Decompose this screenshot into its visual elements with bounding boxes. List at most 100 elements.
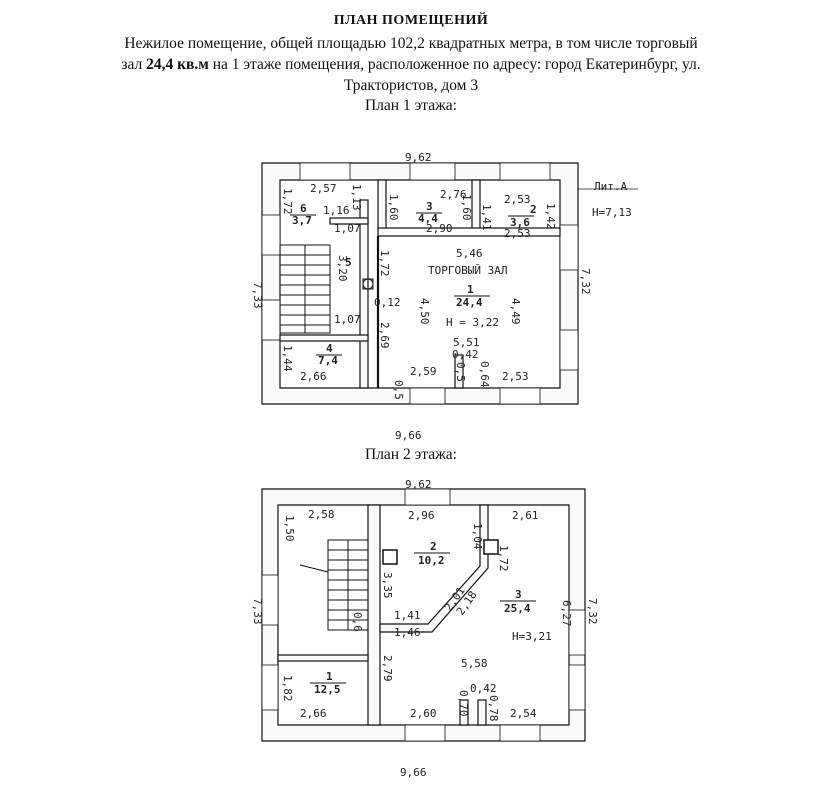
description-line-2: зал 24,4 кв.м на 1 этаже помещения, расп… bbox=[0, 54, 822, 75]
f2-dim: 0,78 bbox=[487, 695, 500, 722]
f1-dim: 2,69 bbox=[378, 322, 391, 349]
f1-dim: 1,16 bbox=[323, 204, 350, 217]
f1-dim: 1,60 bbox=[387, 194, 400, 221]
svg-text:2: 2 bbox=[430, 540, 437, 553]
f1-lit-label: Лит.А bbox=[594, 180, 627, 193]
f1-dim: 5,46 bbox=[456, 247, 483, 260]
f2-dim-top: 9,62 bbox=[405, 478, 432, 491]
svg-text:25,4: 25,4 bbox=[504, 602, 531, 615]
f1-room-5: 5 bbox=[345, 256, 352, 269]
description-line-3: Трактористов, дом 3 bbox=[343, 77, 479, 94]
f2-chimney-icon-right bbox=[483, 539, 499, 555]
f2-dim: 2,58 bbox=[308, 508, 335, 521]
f1-hall-label: ТОРГОВЫЙ ЗАЛ bbox=[428, 264, 507, 277]
floor-2-plan: 9,62 9,66 7,33 7,32 2,58 1,50 2,96 2,61 … bbox=[251, 478, 599, 779]
f2-dim: 3,35 bbox=[381, 572, 394, 599]
f2-dim: H=3,21 bbox=[512, 630, 552, 643]
f1-dim: 0,64 bbox=[478, 361, 491, 388]
f2-dim: 0,6 bbox=[351, 612, 364, 632]
floor-1-stairs bbox=[279, 244, 331, 334]
f1-dim: 2,53 bbox=[504, 227, 531, 240]
f1-dim: 0,5 bbox=[454, 362, 467, 382]
f1-dim: 1,41 bbox=[480, 204, 493, 231]
f1-dim: 1,72 bbox=[281, 188, 294, 215]
f1-dim: 1,72 bbox=[378, 250, 391, 277]
f2-dim: 2,96 bbox=[408, 509, 435, 522]
floor-2-stairs bbox=[299, 539, 369, 631]
floor-2-windows bbox=[261, 488, 586, 742]
f2-dim-bottom: 9,66 bbox=[400, 766, 427, 779]
f1-dim: 0,12 bbox=[374, 296, 401, 309]
floor-1-windows bbox=[261, 162, 579, 405]
svg-text:4,4: 4,4 bbox=[418, 212, 438, 225]
f1-dim-right: 7,32 bbox=[579, 268, 592, 295]
f2-dim: 2,60 bbox=[410, 707, 437, 720]
f2-dim: 1,50 bbox=[283, 515, 296, 542]
svg-text:2: 2 bbox=[530, 203, 537, 216]
f2-dim: 2,54 bbox=[510, 707, 537, 720]
f1-dim: 2,53 bbox=[502, 370, 529, 383]
f2-chimney-icon-left bbox=[382, 549, 398, 565]
f2-dim: 2,61 bbox=[512, 509, 539, 522]
f1-dim: H = 3,22 bbox=[446, 316, 499, 329]
f2-dim: 1,04 bbox=[471, 523, 484, 550]
f1-dim-top: 9,62 bbox=[405, 151, 432, 164]
f2-dim-left: 7,33 bbox=[251, 598, 264, 625]
svg-text:1: 1 bbox=[326, 670, 333, 683]
floor-1-plan: 9,62 9,66 7,33 7,32 2,57 1,72 1,16 1,13 … bbox=[251, 151, 638, 442]
description-line-2-end: на 1 этаже помещения, расположенное по а… bbox=[208, 56, 701, 73]
description-line-2-start: зал bbox=[121, 56, 147, 73]
f1-dim: 1,60 bbox=[460, 194, 473, 221]
f2-dim-right: 7,32 bbox=[586, 598, 599, 625]
f1-dim: 1,42 bbox=[544, 203, 557, 230]
f1-dim: 0,5 bbox=[392, 380, 405, 400]
f2-dim: 1,41 bbox=[394, 609, 421, 622]
svg-text:7,4: 7,4 bbox=[318, 354, 338, 367]
floor-1-caption: План 1 этажа: bbox=[365, 97, 457, 114]
f1-dim: 2,90 bbox=[426, 222, 453, 235]
plan-title: ПЛАН ПОМЕЩЕНИЙ bbox=[333, 13, 489, 28]
f1-dim: 2,57 bbox=[310, 182, 337, 195]
f2-room-3: 3 25,4 bbox=[500, 588, 536, 615]
f2-dim: 1,82 bbox=[281, 675, 294, 702]
floor-2-interior-walls bbox=[277, 504, 489, 726]
f1-dim: 3,20 bbox=[336, 255, 349, 282]
f2-dim: 6,27 bbox=[560, 600, 573, 627]
f1-dim: 4,49 bbox=[509, 298, 522, 325]
f1-room-3: 3 4,4 bbox=[416, 200, 442, 225]
floor-2-outer-wall bbox=[261, 488, 586, 742]
f2-room-2: 2 10,2 bbox=[414, 540, 450, 567]
svg-text:3,6: 3,6 bbox=[510, 216, 530, 229]
svg-text:10,2: 10,2 bbox=[418, 554, 445, 567]
f1-dim: 2,76 bbox=[440, 188, 467, 201]
svg-text:4: 4 bbox=[326, 342, 333, 355]
f1-dim: 1,07 bbox=[334, 313, 361, 326]
f1-height-label: H=7,13 bbox=[592, 206, 632, 219]
svg-text:1: 1 bbox=[467, 283, 474, 296]
f1-dim: 2,59 bbox=[410, 365, 437, 378]
f1-dim: 1,07 bbox=[334, 222, 361, 235]
f1-dim: 4,50 bbox=[418, 298, 431, 325]
f2-room-1: 1 12,5 bbox=[310, 670, 346, 696]
f1-room-2: 2 3,6 bbox=[508, 203, 537, 229]
f1-dim-bottom: 9,66 bbox=[395, 429, 422, 442]
hall-area-bold: 24,4 кв.м bbox=[146, 56, 209, 73]
f1-dim: 2,66 bbox=[300, 370, 327, 383]
f1-dim: 1,44 bbox=[281, 345, 294, 372]
f1-dim: 2,53 bbox=[504, 193, 531, 206]
svg-text:3: 3 bbox=[515, 588, 522, 601]
f2-dim: 1,46 bbox=[394, 626, 421, 639]
f1-room-4: 4 7,4 bbox=[316, 342, 342, 367]
svg-text:12,5: 12,5 bbox=[314, 683, 341, 696]
f2-dim: 0,42 bbox=[470, 682, 497, 695]
svg-text:3,7: 3,7 bbox=[292, 214, 312, 227]
f1-dim-left: 7,33 bbox=[251, 282, 264, 309]
f2-dim: 2,79 bbox=[381, 655, 394, 682]
svg-text:3: 3 bbox=[426, 200, 433, 213]
floor-1-interior-walls bbox=[279, 179, 561, 389]
f1-dim: 0,42 bbox=[452, 348, 479, 361]
f1-room-1: 1 24,4 bbox=[454, 283, 490, 309]
svg-text:6: 6 bbox=[300, 202, 307, 215]
svg-text:5: 5 bbox=[345, 256, 352, 269]
f1-dim: 1,13 bbox=[350, 184, 363, 211]
